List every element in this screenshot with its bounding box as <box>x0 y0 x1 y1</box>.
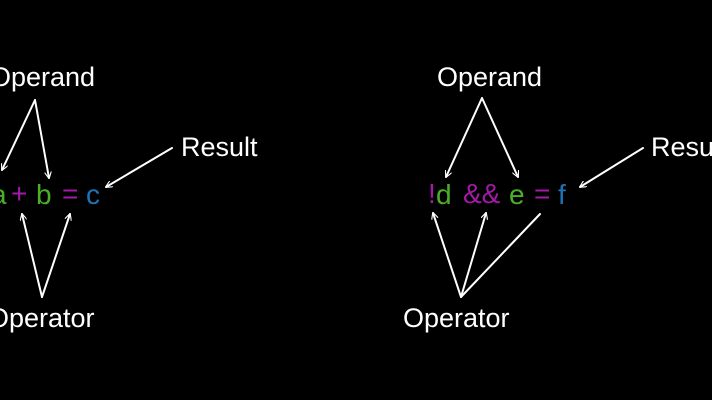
right-operator-equals: = <box>534 178 551 209</box>
right-operand-label: Operand <box>437 62 543 92</box>
right-operator-and: && <box>463 178 501 209</box>
right-operator-label: Operator <box>403 303 510 333</box>
arrow-result-to-c <box>106 147 173 188</box>
right-operand-e: e <box>509 179 525 210</box>
left-operator-equals: = <box>62 178 79 209</box>
arrow-operator-to-plus <box>22 214 43 298</box>
left-operand-a: a <box>0 181 7 209</box>
arrow-operand-to-e <box>481 97 518 177</box>
left-operand-label: Operand <box>0 62 96 92</box>
right-result-f: f <box>558 179 566 210</box>
right-operand-d: d <box>436 179 452 210</box>
arrow-operator-to-and <box>460 213 486 298</box>
left-operator-plus: + <box>11 178 28 209</box>
left-result-label: Result <box>181 132 258 162</box>
arrow-operator-to-not <box>433 213 462 298</box>
left-result-c: c <box>86 179 100 210</box>
right-result-label: Result <box>651 132 712 162</box>
arrow-operator-to-eq-right <box>460 213 541 298</box>
arrow-operand-to-d <box>446 97 483 177</box>
right-operator-not: ! <box>428 178 436 209</box>
arrow-operand-to-a <box>2 99 36 170</box>
left-operator-label: Operator <box>0 303 95 333</box>
arrow-operator-to-eq <box>41 214 70 298</box>
arrow-result-to-f <box>580 147 644 187</box>
arrow-operand-to-b <box>34 99 49 178</box>
left-operand-b: b <box>36 179 52 210</box>
